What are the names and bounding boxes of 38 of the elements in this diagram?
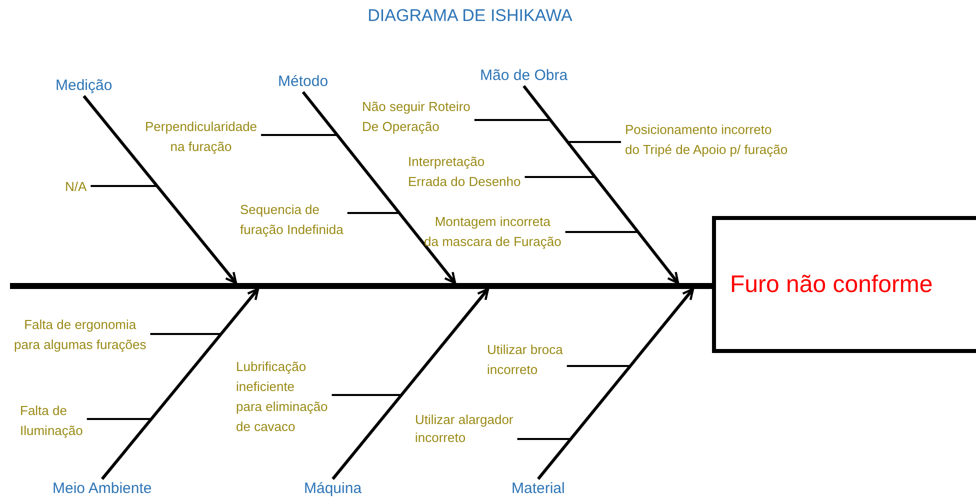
cause-label: Falta de ergonomia para algumas furações — [14, 315, 146, 355]
cause-label: Montagem incorreta da mascara de Furação — [424, 212, 562, 252]
arrow — [302, 91, 456, 284]
cause-label: Falta de Iluminação — [20, 401, 83, 441]
branch-line — [566, 365, 630, 367]
branch-line — [261, 134, 338, 136]
cause-label: Sequencia de furação Indefinida — [240, 200, 344, 240]
category-label: Mão de Obra — [480, 66, 568, 86]
arrow — [332, 288, 490, 480]
cause-label: Não seguir Roteiro De Operação — [362, 97, 470, 137]
branch-line — [347, 212, 400, 214]
cause-label: Perpendicularidade na furação — [145, 117, 258, 157]
branch-line — [474, 119, 550, 121]
category-label: Máquina — [304, 479, 362, 499]
branch-line — [150, 333, 222, 335]
arrow — [82, 95, 238, 284]
cause-label: Utilizar broca incorreto — [487, 340, 563, 380]
branch-line — [565, 231, 638, 233]
category-label: Medição — [56, 76, 112, 96]
cause-label: Posicionamento incorreto do Tripé de Apoio p/ furação — [625, 120, 788, 160]
branch-line — [568, 141, 621, 143]
branch-line — [90, 185, 158, 187]
diagram-title: DIAGRAMA DE ISHIKAWA — [368, 6, 572, 26]
arrow — [100, 288, 260, 480]
cause-label: Lubrificação ineficiente para eliminação de cavaco — [236, 357, 328, 437]
category-label: Material — [512, 479, 565, 499]
category-label: Meio Ambiente — [52, 479, 152, 499]
arrow — [537, 288, 694, 480]
branch-line — [517, 438, 571, 440]
cause-label: Interpretação Errada do Desenho — [408, 152, 521, 192]
cause-label: Utilizar alargador incorreto — [415, 411, 514, 447]
branch-line — [524, 176, 596, 178]
effect-box: Furo não conforme — [712, 216, 976, 353]
arrow — [522, 85, 680, 284]
category-label: Método — [278, 72, 328, 92]
branch-line — [332, 394, 402, 396]
cause-label: N/A — [65, 177, 87, 197]
branch-line — [86, 418, 152, 420]
